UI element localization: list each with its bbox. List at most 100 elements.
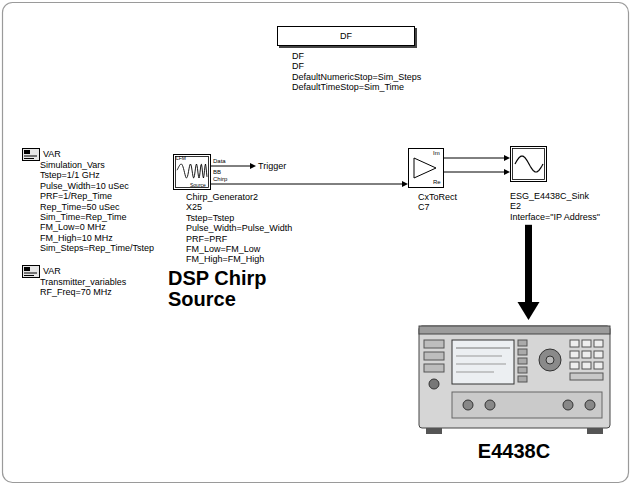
text-holder: Chirp_Generator2 xyxy=(186,192,258,202)
output-arrow xyxy=(518,225,540,320)
parameter-text: FM_Low=0 MHz xyxy=(40,222,106,232)
parameter-text: Sim_Steps=Rep_Time/Tstep xyxy=(40,243,154,253)
text-holder: LFM xyxy=(176,156,186,162)
var-symbol xyxy=(22,265,40,278)
text-holder: Sim_Time=Rep_Time xyxy=(40,212,127,222)
text-holder: BB Chirp xyxy=(213,169,229,182)
parameter-text: E2 xyxy=(510,201,521,211)
var-outline xyxy=(22,148,40,161)
parameter-text: DF xyxy=(292,51,304,61)
inst-outline xyxy=(418,322,611,436)
block-name: Chirp_Generator2 xyxy=(186,192,258,202)
text-holder: CxToRect xyxy=(418,192,457,202)
port-label: LFM xyxy=(176,156,186,162)
signal-wire xyxy=(444,155,510,161)
block-name: VAR xyxy=(43,149,61,159)
text-holder: VAR xyxy=(43,149,61,159)
esg-outline xyxy=(510,146,547,182)
text-holder: RF_Freq=70 MHz xyxy=(40,287,112,297)
text-holder: DSP Chirp Source xyxy=(168,268,293,310)
text-holder: Simulation_Vars xyxy=(40,160,105,170)
text-holder: Tstep=Tstep xyxy=(186,213,234,223)
text-holder: C7 xyxy=(418,202,430,212)
block-name: VAR xyxy=(43,266,61,276)
block-caption: DSP Chirp Source xyxy=(168,268,293,310)
parameter-text: DefaultTimeStop=Sim_Time xyxy=(292,82,404,92)
parameter-text: C7 xyxy=(418,202,430,212)
parameter-text: Sim_Time=Rep_Time xyxy=(40,212,127,222)
arrowhead xyxy=(504,155,510,161)
port-label: Re xyxy=(433,179,441,186)
parameter-text: DefaultNumericStop=Sim_Steps xyxy=(292,72,421,82)
parameter-text: Rep_Time=50 uSec xyxy=(40,202,119,212)
text-holder: Trigger xyxy=(258,161,286,171)
text-holder: FM_High=FM_High xyxy=(186,254,264,264)
block-node: VARTransmitter_variablesRF_Freq=70 MHz xyxy=(22,265,40,278)
text-holder: DF xyxy=(278,27,414,45)
text-holder: Im xyxy=(433,150,440,157)
text-holder: Data xyxy=(213,158,226,165)
port-label: Im xyxy=(433,150,440,157)
parameter-text: FM_High=FM_High xyxy=(186,254,264,264)
arrowhead xyxy=(518,302,540,320)
text-holder: PRF=1/Rep_Time xyxy=(40,191,112,201)
parameter-text: Pulse_Width=10 uSec xyxy=(40,181,129,191)
parameter-text: FM_High=10 MHz xyxy=(40,233,113,243)
parameter-text: Tstep=Tstep xyxy=(186,213,234,223)
parameter-text: DF xyxy=(292,61,304,71)
parameter-text: Simulation_Vars xyxy=(40,160,105,170)
text-holder: DF xyxy=(292,51,304,61)
text-holder: Transmitter_variables xyxy=(40,277,126,287)
text-holder: X25 xyxy=(186,202,202,212)
signal-wire xyxy=(211,181,408,187)
text-holder: Source xyxy=(190,183,206,189)
arrowhead xyxy=(402,181,408,187)
parameter-text: PRF=1/Rep_Time xyxy=(40,191,112,201)
parameter-text: RF_Freq=70 MHz xyxy=(40,287,112,297)
frame-border xyxy=(3,3,629,483)
block-node: ESG_E4438C_SinkE2Interface="IP Address" xyxy=(510,146,547,182)
text-holder: Rep_Time=50 uSec xyxy=(40,202,119,212)
block-node: DFDFDFDefaultNumericStop=Sim_StepsDefaul… xyxy=(277,26,415,46)
block-node: E4438C xyxy=(418,322,611,436)
text-holder: Pulse_Width=Pulse_Width xyxy=(186,223,292,233)
text-holder: Interface="IP Address" xyxy=(510,212,600,222)
parameter-text: FM_Low=FM_Low xyxy=(186,244,260,254)
text-holder: Sim_Steps=Rep_Time/Tstep xyxy=(40,243,154,253)
block-name: CxToRect xyxy=(418,192,457,202)
port-label: BB Chirp xyxy=(213,169,229,182)
text-holder: VAR xyxy=(43,266,61,276)
signal-wire xyxy=(444,169,510,175)
text-holder: Pulse_Width=10 uSec xyxy=(40,181,129,191)
trigger-wire xyxy=(211,166,250,167)
text-holder: DF xyxy=(292,61,304,71)
esg-symbol xyxy=(510,146,547,182)
arrowhead xyxy=(504,169,510,175)
port-label: Source xyxy=(190,183,206,189)
var-symbol xyxy=(22,148,40,161)
parameter-text: Transmitter_variables xyxy=(40,277,126,287)
text-holder: Tstep=1/1 GHz xyxy=(40,170,100,180)
var-outline xyxy=(22,265,40,278)
block-name: ESG_E4438C_Sink xyxy=(510,191,589,201)
parameter-text: Interface="IP Address" xyxy=(510,212,600,222)
connector-line xyxy=(444,172,505,173)
text-holder: DefaultTimeStop=Sim_Time xyxy=(292,82,404,92)
text-holder: PRF=PRF xyxy=(186,234,227,244)
block-title: DF xyxy=(340,31,352,41)
connector-line xyxy=(211,184,403,185)
trigger-arrowhead xyxy=(250,163,256,169)
text-holder: Re xyxy=(433,179,441,186)
df-outline: DF xyxy=(277,26,415,46)
text-holder: DefaultNumericStop=Sim_Steps xyxy=(292,72,421,82)
text-holder: E4438C xyxy=(478,440,550,462)
text-holder: ESG_E4438C_Sink xyxy=(510,191,589,201)
parameter-text: Pulse_Width=Pulse_Width xyxy=(186,223,292,233)
inst-symbol xyxy=(418,322,611,436)
port-label: Trigger xyxy=(258,161,286,171)
text-holder: FM_Low=FM_Low xyxy=(186,244,260,254)
port-label: Data xyxy=(213,158,226,165)
connector-line xyxy=(444,158,505,159)
connector-line xyxy=(525,225,532,303)
